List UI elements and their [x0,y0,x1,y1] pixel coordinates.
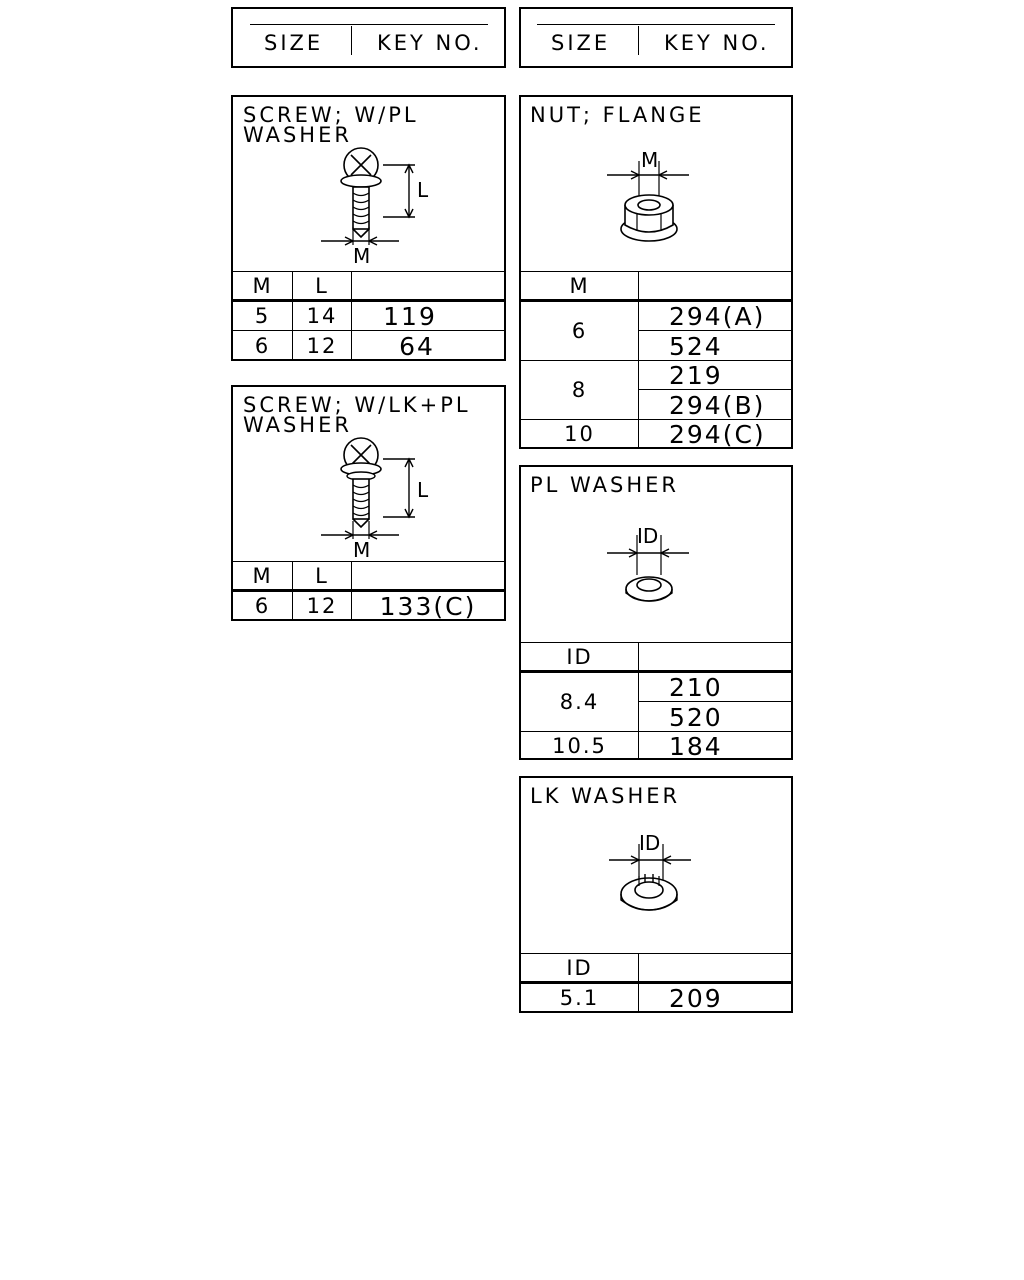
nut-flange-panel: NUT; FLANGE M M 6 294(A) 524 8 219 294(B… [519,95,793,449]
key-294c: 294(C) [669,420,766,449]
size-10: 10 [564,422,595,446]
key-520: 520 [669,702,723,732]
header-m: M [252,273,273,298]
table-header-rule [521,299,791,302]
row-1-m: 5 [254,303,271,328]
group-rule [521,731,791,732]
table-top-rule [521,642,791,643]
key-row-rule [639,389,791,390]
screw-pl-washer-illustration: L M [321,147,429,268]
panel-title: PL WASHER [530,473,680,497]
pl-washer-panel: PL WASHER ID ID 8.4 210 520 10.5 184 [519,465,793,760]
row-1-l: 12 [306,593,338,618]
size-8: 8 [571,377,588,402]
pl-washer-illustration: ID [607,524,689,602]
dim-label-m: M [353,244,370,268]
legend-divider [351,26,352,55]
header-m: M [569,273,590,298]
table-header-rule [233,299,504,302]
table-col-divider [292,271,293,361]
table-header-rule [233,589,504,592]
legend-box-left: SIZE KEY NO. [231,7,506,68]
legend-keyno-label: KEY NO. [664,31,770,55]
key-294a: 294(A) [669,301,766,331]
table-top-rule [233,561,504,562]
title-line-2: WASHER [243,413,352,437]
key-209: 209 [669,983,723,1013]
legend-size-label: SIZE [551,31,611,55]
table-col-divider [638,642,639,760]
legend-keyno-label: KEY NO. [377,31,483,55]
table-header-rule [521,981,791,984]
row-1-key: 133(C) [379,591,477,621]
legend-size-label: SIZE [264,31,324,55]
header-m: M [252,563,273,588]
table-header-rule [521,670,791,673]
panel-title: LK WASHER [530,784,681,808]
row-2-key: 64 [399,331,435,361]
key-row-rule [639,701,791,702]
row-1-key: 119 [383,301,437,331]
title-line-1: SCREW; W/PL [243,103,419,127]
size-6: 6 [571,318,588,343]
table-top-rule [233,271,504,272]
lk-washer-illustration: ID [609,831,691,911]
table-col-divider [292,561,293,621]
table-top-rule [521,953,791,954]
panel-title: NUT; FLANGE [530,103,705,127]
screw-pl-washer-panel: SCREW; W/PL WASHER L M M L 5 14 119 6 12… [231,95,506,361]
title-line-1: SCREW; W/LK+PL [243,393,471,417]
table-top-rule [521,271,791,272]
table-col-divider [351,561,352,621]
legend-divider [638,26,639,55]
dim-label-id: ID [637,524,658,548]
row-2-m: 6 [254,333,271,358]
row-2-l: 12 [306,333,338,358]
row-1-m: 6 [254,593,271,618]
legend-box-right: SIZE KEY NO. [519,7,793,68]
dim-label-m: M [353,538,370,562]
screw-lk-pl-washer-illustration: L M [321,437,429,562]
nut-flange-illustration: M [607,148,689,242]
group-rule [521,419,791,420]
title-line-2: WASHER [243,123,352,147]
key-294b: 294(B) [669,390,766,420]
dim-label-m: M [641,148,658,172]
panel-title: SCREW; W/PL WASHER [243,103,419,147]
header-l: L [315,273,329,298]
lk-washer-panel: LK WASHER ID ID 5.1 209 [519,776,793,1013]
dim-label-id: ID [639,831,660,855]
legend-rule [537,24,775,25]
group-rule [521,360,791,361]
key-184: 184 [669,731,723,761]
key-219: 219 [669,360,723,390]
size-8-4: 8.4 [559,689,600,714]
key-210: 210 [669,672,723,702]
table-row-rule [233,330,504,331]
size-5-1: 5.1 [559,985,600,1010]
dim-label-l: L [417,178,429,202]
header-id: ID [566,644,593,669]
row-1-l: 14 [306,303,338,328]
size-10-5: 10.5 [552,733,607,758]
dim-label-l: L [417,478,429,502]
legend-rule [250,24,488,25]
header-id: ID [566,955,593,980]
table-col-divider [351,271,352,361]
panel-title: SCREW; W/LK+PL WASHER [243,393,471,437]
table-col-divider [638,953,639,1013]
header-l: L [315,563,329,588]
key-row-rule [639,330,791,331]
key-524: 524 [669,331,723,361]
screw-lk-pl-washer-panel: SCREW; W/LK+PL WASHER L M M L 6 12 133(C… [231,385,506,621]
